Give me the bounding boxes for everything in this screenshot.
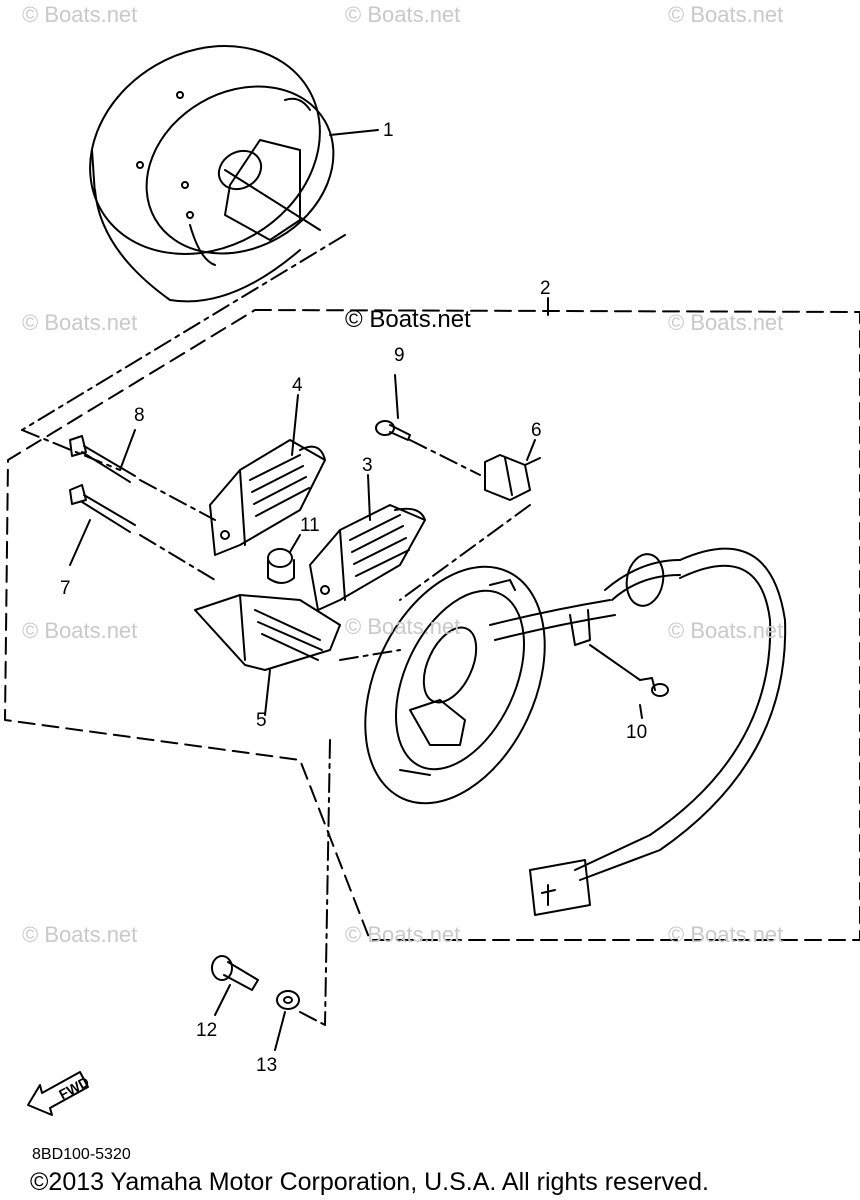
diagram-code: 8BD100-5320 <box>32 1146 131 1163</box>
stator-base-plate <box>364 565 546 805</box>
callout-4: 4 <box>292 375 303 396</box>
callout-8: 8 <box>134 405 145 426</box>
flywheel-rotor <box>89 45 379 303</box>
screw-10 <box>639 677 669 719</box>
watermark: © Boats.net <box>22 922 138 947</box>
watermark: © Boats.net <box>345 614 461 639</box>
watermark: © Boats.net <box>22 2 138 27</box>
callout-5: 5 <box>256 710 267 731</box>
wire-harness <box>489 547 787 916</box>
pulser-coil-5 <box>194 594 341 716</box>
watermark: © Boats.net <box>668 310 784 335</box>
watermark: © Boats.net <box>668 922 784 947</box>
callout-12: 12 <box>196 1020 218 1041</box>
screw-9 <box>375 374 411 441</box>
callout-6: 6 <box>531 420 542 441</box>
callout-7: 7 <box>60 578 71 599</box>
copyright-notice: ©2013 Yamaha Motor Corporation, U.S.A. A… <box>30 1168 709 1196</box>
watermark: © Boats.net <box>22 310 138 335</box>
watermark: © Boats.net <box>668 2 784 27</box>
long-bolt-7 <box>69 484 136 566</box>
source-coil-3 <box>309 474 426 611</box>
callout-3: 3 <box>362 455 373 476</box>
callout-10: 10 <box>626 722 648 743</box>
watermark: © Boats.net <box>345 306 471 333</box>
callout-9: 9 <box>394 345 405 366</box>
callout-2: 2 <box>540 278 551 299</box>
long-bolt-8 <box>69 429 136 483</box>
stator-assembly-outline <box>4 309 860 941</box>
charge-coil-4 <box>209 394 326 556</box>
callout-11: 11 <box>300 515 320 536</box>
watermark: © Boats.net <box>668 618 784 643</box>
bolt-12 <box>211 955 259 1016</box>
washer-13 <box>274 990 300 1051</box>
watermark: © Boats.net <box>345 2 461 27</box>
callout-1: 1 <box>383 120 394 141</box>
collar-11 <box>267 534 301 584</box>
watermark: © Boats.net <box>22 618 138 643</box>
callout-13: 13 <box>256 1055 278 1076</box>
watermark: © Boats.net <box>345 922 461 947</box>
clamp-6 <box>484 439 541 501</box>
fwd-arrow-icon <box>27 1071 89 1116</box>
